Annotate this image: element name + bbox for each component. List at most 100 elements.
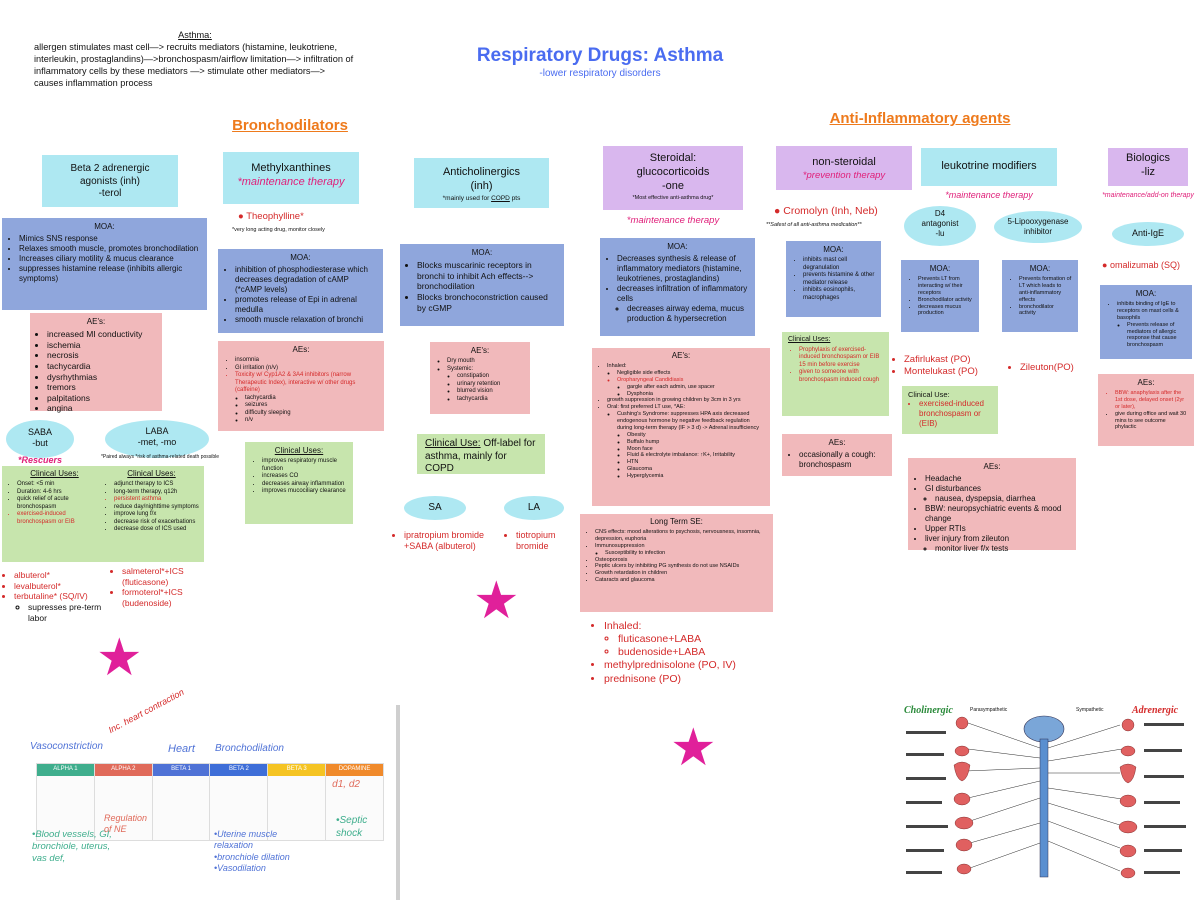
- anticho-note: *mainly used for COPD pts: [414, 195, 549, 203]
- ae-title: AEs:: [828, 438, 846, 447]
- moa-item: decreases infiltration of inflammatory c…: [617, 284, 749, 304]
- dopamine-note: d1, d2: [332, 778, 360, 790]
- ae-sub-item: Hyperglycemia: [627, 473, 766, 480]
- star-icon: ★: [473, 572, 520, 630]
- ae-sub-item: monitor liver f/x tests: [935, 544, 1070, 554]
- receptor-header-dopamine: DOPAMINE: [326, 764, 383, 776]
- ae-sub-item: Moon face: [627, 446, 766, 453]
- cu-item: Onset: <5 min: [17, 481, 103, 489]
- rescuers-note: *Rescuers: [18, 455, 63, 465]
- moa-item: Bronchodilator activity: [918, 297, 973, 304]
- anticho-header: Anticholinergics (inh): [414, 158, 549, 208]
- beta2-header: Beta 2 adrenergic agonists (inh) -terol: [42, 155, 178, 207]
- d4-drugs: Zafirlukast (PO) Montelukast (PO): [890, 354, 1000, 378]
- cu-title: Clinical Uses:: [30, 469, 79, 478]
- cu-item: long-term therapy, q12h: [114, 489, 200, 497]
- drug-name: Cromolyn (Inh, Neb): [783, 205, 878, 217]
- note-blood-vessels: •Blood vessels, GI, bronchiole, uterus, …: [32, 829, 112, 864]
- drug-item: ipratropium bromide +SABA (albuterol): [404, 530, 502, 553]
- drug-item: terbutaline* (SQ/IV): [14, 591, 110, 602]
- moa-title: MOA:: [667, 242, 688, 251]
- ae-sub-item: difficulty sleeping: [245, 410, 378, 418]
- steroid-long-term: Long Term SE: CNS effects: mood alterati…: [580, 514, 773, 612]
- moa-title: MOA:: [929, 264, 951, 273]
- ae-sub-item: Cushing's Syndrome: suppresses HPA axis …: [617, 411, 766, 432]
- ae-sub-item: constipation: [457, 373, 524, 381]
- cu-title: Clinical Uses:: [274, 446, 324, 455]
- ans-label-sympathetic: Sympathetic: [1076, 707, 1104, 713]
- ae-sub-item: gargle after each admin, use spacer: [627, 384, 766, 391]
- ae-sub-item: HTN: [627, 459, 766, 466]
- moa-item: bronchodilator activity: [1019, 304, 1072, 318]
- moa-title: MOA:: [290, 253, 311, 262]
- moa-item: inhibits binding of IgE to receptors on …: [1117, 301, 1186, 322]
- d4-label: D4: [934, 209, 946, 218]
- receptor-col-alpha1: ALPHA 1: [37, 764, 95, 840]
- ae-item: tremors: [47, 382, 156, 393]
- cu-item: exercised-induced bronchospasm or (EIB): [919, 399, 992, 429]
- intro-text: allergen stimulates mast cell—> recruits…: [34, 41, 354, 88]
- ae-sub-item: tachycardia: [457, 396, 524, 404]
- leuko-moa-lipox: MOA: Prevents formation of LT which lead…: [1002, 260, 1078, 332]
- ae-item: liver injury from zileuton: [925, 534, 1070, 544]
- cu-item: exercised-induced bronchospasm or EIB: [17, 511, 103, 526]
- ae-item: GI disturbances: [925, 484, 1070, 494]
- ae-item: Toxicity w/ Cyp1A2 & 3A4 inhibitors (nar…: [235, 372, 378, 395]
- receptor-col-alpha2: ALPHA 2: [94, 764, 153, 840]
- cu-item: decrease risk of exacerbations: [114, 519, 200, 527]
- drug-item: Montelukast (PO): [904, 366, 1000, 378]
- beta2-header-line: agonists (inh): [79, 175, 141, 187]
- laba-note: *Paired always *risk of asthma-related d…: [100, 454, 220, 460]
- moa-item: Prevents LT from interacting w/ their re…: [918, 276, 973, 297]
- cu-item: improves mucociliary clearance: [262, 488, 347, 496]
- steroid-ae: AE's: Inhaled: Negligible side effects O…: [592, 348, 770, 506]
- ae-item: give during office and wait 30 mins to s…: [1115, 411, 1188, 432]
- lt-item: Immunosuppression: [595, 543, 769, 550]
- cu-item: adjunct therapy to ICS: [114, 481, 200, 489]
- receptor-header-beta3: BETA 3: [268, 764, 326, 776]
- moa-item: inhibition of phosphodiesterase which de…: [235, 265, 377, 295]
- ae-item: necrosis: [47, 350, 156, 361]
- receptor-header-beta1: BETA 1: [152, 764, 210, 776]
- ae-item: angina: [47, 403, 156, 414]
- laba-oval: LABA -met, -mo: [105, 420, 209, 458]
- steroid-moa: MOA: Decreases synthesis & release of in…: [600, 238, 755, 336]
- nonster-clinical-uses: Clinical Uses: Prophylaxis of exercised-…: [782, 332, 889, 416]
- annotation-heart-contraction: Inc. heart contraction: [106, 686, 186, 736]
- cu-item: reduce day/nighttime symptoms: [114, 504, 200, 512]
- moa-item: Blocks bronchoconstriction caused by cGM…: [417, 292, 558, 313]
- ae-sub-item: n/v: [245, 417, 378, 425]
- moa-item: Blocks muscarinic receptors in bronchi t…: [417, 260, 558, 292]
- cu-item: improves respiratory muscle function: [262, 458, 347, 473]
- ae-item: dysrhythmias: [47, 372, 156, 383]
- ae-title: AE's:: [470, 346, 490, 355]
- ae-title: AE's:: [86, 317, 106, 326]
- section-bronchodilators: Bronchodilators: [232, 117, 348, 134]
- page-title: Respiratory Drugs: Asthma: [476, 45, 724, 66]
- drug-sub-item: supresses pre-term labor: [28, 602, 110, 623]
- cu-item: persistent asthma: [114, 496, 200, 504]
- cromolyn-note: **Safest of all anti-asthma medication**: [766, 222, 862, 228]
- cu-item: given to someone with bronchospasm induc…: [799, 369, 883, 384]
- receptor-col-beta1: BETA 1: [152, 764, 211, 840]
- ae-sub-item: seizures: [245, 402, 378, 410]
- beta2-header-line: -terol: [98, 188, 122, 199]
- theophylline-drug: ● Theophylline*: [238, 211, 304, 222]
- drug-item: albuterol*: [14, 570, 110, 581]
- leuko-clinical-use: Clinical Use: exercised-induced bronchos…: [902, 386, 998, 434]
- receptor-header-beta2: BETA 2: [210, 764, 268, 776]
- receptor-col-beta3: BETA 3: [268, 764, 327, 840]
- moa-title: MOA:: [823, 245, 844, 254]
- beta2-clinical-uses: Clinical Uses: Onset: <5 min Duration: 4…: [2, 466, 204, 562]
- drug-name: omalizumab (SQ): [1109, 260, 1180, 270]
- cu-item: decreases airway inflammation: [262, 481, 347, 489]
- methyl-ae: AEs: insomnia GI irritation (n/v) Toxici…: [218, 341, 384, 431]
- cu-title: Clinical Uses:: [127, 469, 176, 478]
- ae-sub-item: Oropharyngeal Candidiasis: [617, 377, 766, 384]
- moa-sub-item: decreases airway edema, mucus production…: [627, 304, 749, 324]
- note-copd: COPD: [491, 195, 510, 202]
- la-drugs: tiotropium bromide: [502, 530, 582, 553]
- note-regulation-ne: Regulation of NE: [104, 813, 148, 835]
- nonster-moa: MOA: inhibits mast cell degranulation pr…: [786, 241, 881, 317]
- page-subtitle: -lower respiratory disorders: [539, 68, 661, 79]
